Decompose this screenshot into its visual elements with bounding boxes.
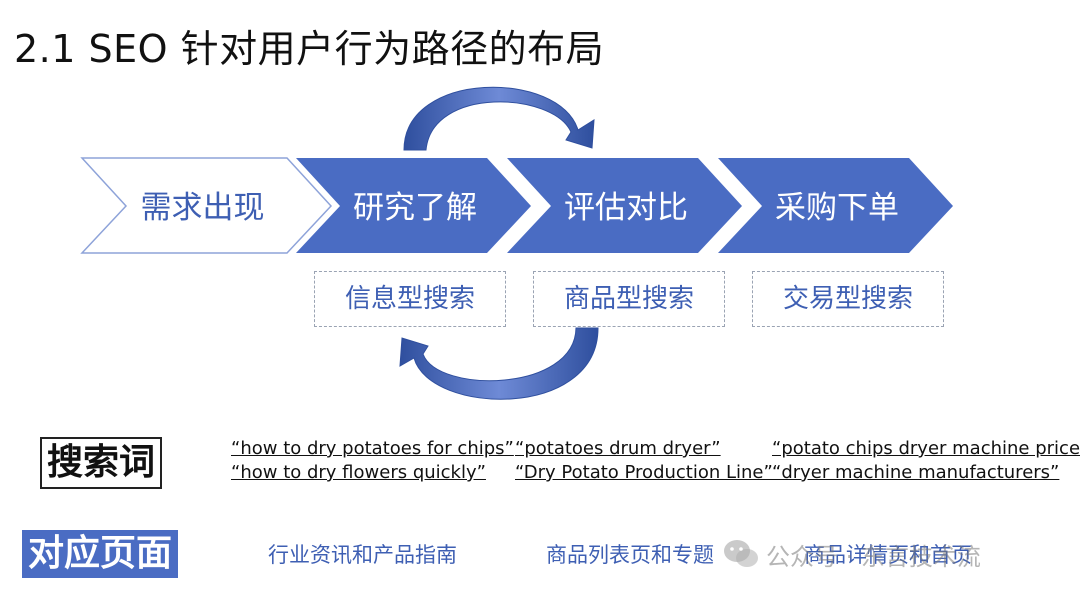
curved-arrow-forward xyxy=(403,86,595,151)
watermark: 公众号 · 东言技术流 xyxy=(722,536,981,572)
keyword-group-commercial: “potatoes drum dryer” “Dry Potato Produc… xyxy=(515,437,773,485)
keyword-item: “potato chips dryer machine price” xyxy=(772,438,1080,459)
page-type-informational: 行业资讯和产品指南 xyxy=(268,543,457,567)
keywords-label: 搜索词 xyxy=(40,437,163,489)
stage-label-evaluate: 评估对比 xyxy=(564,190,688,226)
pages-label: 对应页面 xyxy=(22,530,179,578)
stage-label-purchase: 采购下单 xyxy=(775,190,899,226)
search-type-commercial: 商品型搜索 xyxy=(533,271,725,327)
stage-label-research: 研究了解 xyxy=(353,190,477,226)
search-type-informational: 信息型搜索 xyxy=(314,271,506,327)
keyword-item: “Dry Potato Production Line” xyxy=(515,462,773,483)
stage-chevron-4 xyxy=(718,158,953,253)
page-title: 2.1 SEO 针对用户行为路径的布局 xyxy=(14,27,605,71)
search-type-transactional: 交易型搜索 xyxy=(752,271,944,327)
stage-chevron-3 xyxy=(507,158,742,253)
page-type-transactional: 商品详情页和首页 xyxy=(804,543,972,567)
curved-arrow-back xyxy=(399,327,599,400)
keyword-item: “potatoes drum dryer” xyxy=(515,438,721,459)
keyword-item: “how to dry flowers quickly” xyxy=(231,462,486,483)
keyword-item: “dryer machine manufacturers” xyxy=(772,462,1060,483)
keyword-group-informational: “how to dry potatoes for chips” “how to … xyxy=(231,437,514,485)
wechat-icon xyxy=(724,540,758,567)
stage-chevron-1 xyxy=(80,157,333,254)
keyword-group-transactional: “potato chips dryer machine price” “drye… xyxy=(772,437,1080,485)
stage-chevron-2 xyxy=(296,158,531,253)
keyword-item: “how to dry potatoes for chips” xyxy=(231,438,514,459)
watermark-text: 公众号 · 东言技术流 xyxy=(766,542,981,571)
page-type-commercial: 商品列表页和专题 xyxy=(546,543,714,567)
stage-label-demand: 需求出现 xyxy=(140,190,265,226)
